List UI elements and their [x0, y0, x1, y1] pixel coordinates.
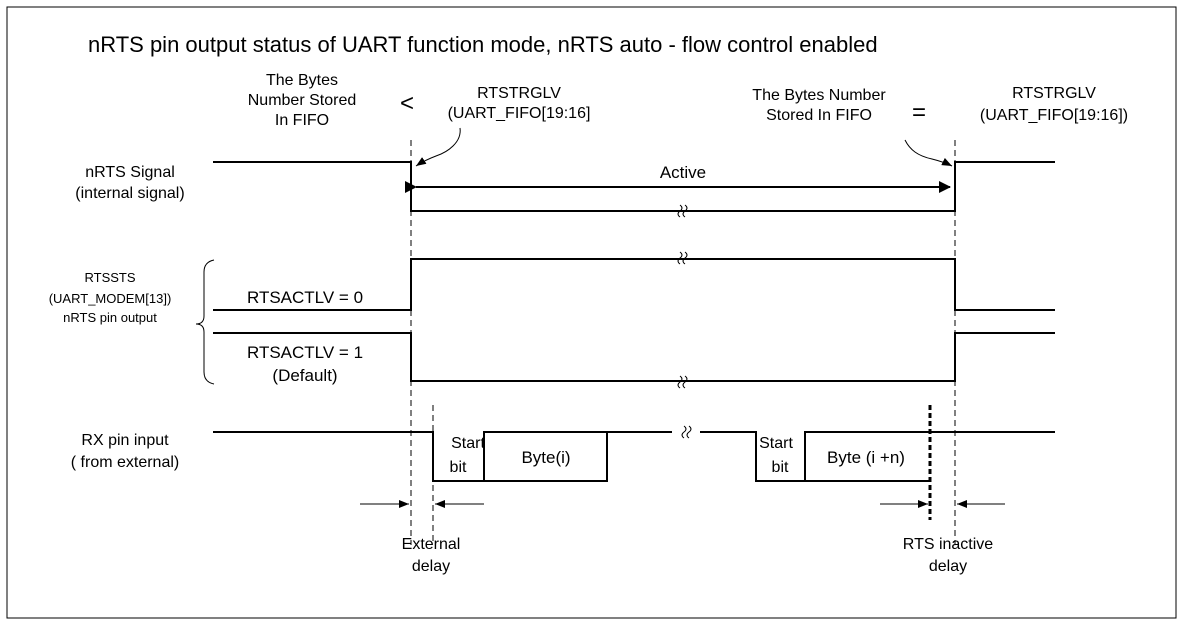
nrts-signal-label-line1: nRTS Signal [85, 164, 175, 181]
byte-i-n-label: Byte (i +n) [827, 448, 905, 467]
relation-less-than: < [400, 90, 414, 117]
callout-left-pointer [415, 127, 461, 167]
rtsactlv1-waveform [213, 332, 1055, 382]
break-mark-nrts [677, 204, 688, 218]
start-bit-label-2-line2: bit [772, 459, 789, 476]
relation-equals: = [912, 99, 926, 126]
start-bit-label-1-line2: bit [450, 459, 467, 476]
break-mark-actlv1 [677, 375, 688, 389]
bytes-stored-label-left-line3: In FIFO [275, 112, 329, 129]
rx-waveform-first-frame [213, 431, 672, 482]
external-delay-label-line2: delay [412, 558, 450, 575]
rtssts-label-line1: RTSSTS [84, 270, 135, 285]
start-bit-label-1-line1: Start [451, 435, 485, 452]
bytes-stored-label-right-line2: Stored In FIFO [766, 107, 872, 124]
byte-i-label: Byte(i) [521, 448, 570, 467]
bytes-stored-label-left-line2: Number Stored [248, 92, 357, 109]
rtssts-label-line3: nRTS pin output [63, 310, 157, 325]
break-mark-rx [681, 425, 692, 439]
rtssts-label-line2: (UART_MODEM[13]) [49, 291, 172, 306]
rx-input-label-line2: ( from external) [71, 454, 179, 471]
rtsactlv1-label-line1: RTSACTLV = 1 [247, 343, 363, 362]
rts-inactive-delay-label-line2: delay [929, 558, 967, 575]
bytes-stored-label-left-line1: The Bytes [266, 72, 338, 89]
rx-input-label-line1: RX pin input [81, 432, 169, 449]
callout-right-pointer [904, 139, 953, 167]
diagram-title: nRTS pin output status of UART function … [88, 32, 878, 57]
rtsactlv1-label-line2: (Default) [272, 366, 337, 385]
active-label: Active [660, 163, 706, 182]
threshold-label-left-line2: (UART_FIFO[19:16] [448, 105, 591, 122]
threshold-label-right-line2: (UART_FIFO[19:16]) [980, 107, 1128, 124]
bytes-stored-label-right-line1: The Bytes Number [752, 87, 886, 104]
nrts-signal-waveform [213, 161, 1055, 212]
external-delay-label-line1: External [402, 536, 461, 553]
rtsactlv0-label: RTSACTLV = 0 [247, 288, 363, 307]
nrts-signal-label-line2: (internal signal) [75, 185, 184, 202]
rtsactlv0-waveform [213, 258, 1055, 311]
rx-waveform-second-frame [700, 431, 1055, 482]
rts-inactive-delay-label-line1: RTS inactive [903, 536, 994, 553]
start-bit-label-2-line1: Start [759, 435, 793, 452]
threshold-label-right-line1: RTSTRGLV [1012, 85, 1096, 102]
rtssts-brace [195, 259, 215, 385]
diagram-border [6, 6, 1177, 619]
break-mark-actlv0 [677, 251, 688, 265]
threshold-label-left-line1: RTSTRGLV [477, 85, 561, 102]
